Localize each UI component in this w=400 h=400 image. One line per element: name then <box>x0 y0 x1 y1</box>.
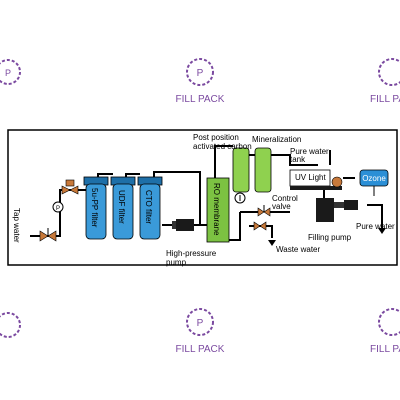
watermark-top-left: P <box>0 59 21 85</box>
pressure-gauge-label: P <box>56 206 60 212</box>
pure-water-arrow-icon <box>378 228 386 234</box>
filling-pump-label: Filling pump <box>308 233 352 242</box>
watermark-text-top-center: FILL PACK <box>176 94 225 105</box>
uv-light-unit: UV Light <box>289 169 343 190</box>
post-carbon-filter <box>232 147 250 193</box>
ro-membrane-label: RO membrane <box>212 183 221 236</box>
pressure-gauge-icon: P <box>52 201 64 213</box>
watermark-text-bottom-center: FILL PACK <box>176 344 225 355</box>
post-carbon-label-2: activated carbon <box>193 142 252 151</box>
watermark-bottom-right: FILL PACK <box>370 308 400 355</box>
filter-udf-label: UDF filter <box>117 190 126 224</box>
pure-water-label: Pure water <box>356 222 395 231</box>
waste-water-arrow-icon <box>268 240 276 246</box>
watermark-bottom-center: P FILL PACK <box>176 308 225 355</box>
pipe-network <box>30 145 383 241</box>
filter-udf: UDF filter <box>110 176 136 240</box>
watermark-bottom-left <box>0 312 21 338</box>
filling-pump-icon <box>316 198 358 222</box>
svg-text:P: P <box>5 68 11 78</box>
watermark-text-bottom-right: FILL PACK <box>370 344 400 355</box>
control-valve-label-1: Control <box>272 194 298 203</box>
ozone-label: Ozone <box>362 174 386 183</box>
watermark-group: P P FILL PACK FILL PACK P FILL PACK FILL… <box>0 58 400 355</box>
waste-valve-icon <box>253 221 267 231</box>
tap-water-label: Tap water <box>12 208 21 243</box>
uv-light-label: UV Light <box>295 173 326 182</box>
flow-meter-icon <box>234 192 246 204</box>
ozone-generator: Ozone <box>359 169 389 196</box>
pure-water-tank-label-1: Pure water <box>290 147 329 156</box>
watermark-text-top-right: FILL PACK <box>370 94 400 105</box>
high-pressure-pump-label-1: High-pressure <box>166 249 217 258</box>
filter-5u-pp: 5u-PP filter <box>83 176 109 240</box>
high-pressure-pump-icon <box>172 219 194 231</box>
svg-text:P: P <box>197 68 204 79</box>
mineralization-filter <box>254 147 272 193</box>
control-valve-label-2: valve <box>272 202 291 211</box>
solenoid-valve-icon <box>61 179 79 195</box>
diagram-frame <box>7 129 398 266</box>
mineralization-label: Mineralization <box>252 135 301 144</box>
pure-water-tank-label-2: tank <box>290 155 306 164</box>
svg-text:P: P <box>197 318 204 329</box>
control-valve-icon <box>257 205 271 217</box>
watermark-top-center: P FILL PACK <box>176 58 225 105</box>
post-carbon-label-1: Post position <box>193 133 239 142</box>
inlet-valve-icon <box>39 228 57 242</box>
ro-membrane: RO membrane <box>206 177 230 243</box>
watermark-top-right: FILL PACK <box>370 58 400 105</box>
filter-5u-label: 5u-PP filter <box>90 188 99 228</box>
high-pressure-pump-label-2: pump <box>166 258 187 267</box>
filter-cto: CTO filter <box>137 176 163 240</box>
filter-cto-label: CTO filter <box>144 190 153 224</box>
waste-water-label: Waste water <box>276 245 320 254</box>
